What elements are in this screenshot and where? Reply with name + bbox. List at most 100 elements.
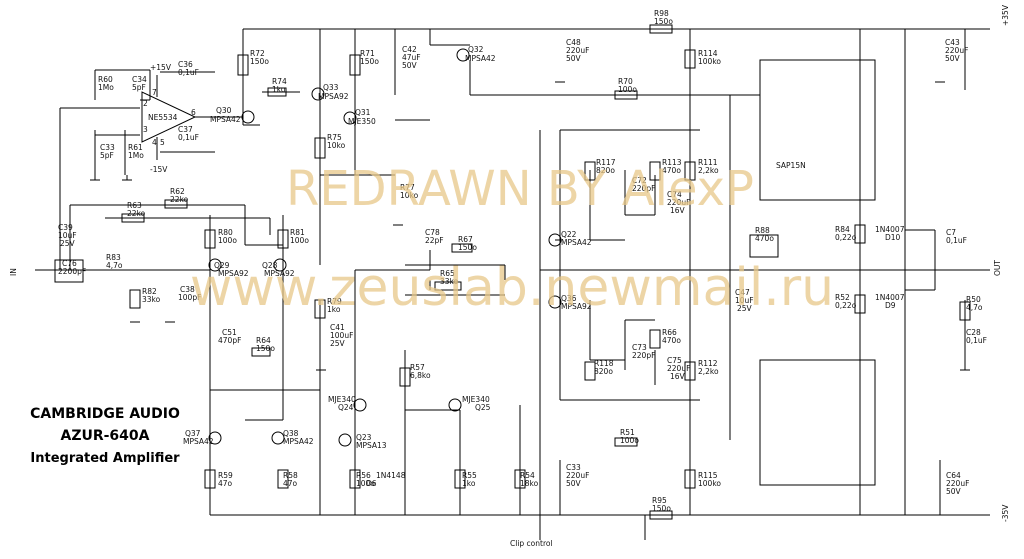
label-pin3: 3	[143, 125, 148, 134]
resistor-r118	[584, 361, 596, 381]
label-r98v: 150o	[654, 17, 673, 26]
label-c75v: 220uF	[667, 364, 690, 373]
resistor-r84	[854, 224, 866, 244]
label-r111: R111	[698, 158, 718, 167]
label-c47v2: 25V	[737, 304, 753, 313]
label-c51: C51	[222, 328, 237, 337]
resistor-r66	[649, 329, 661, 349]
label-r66v: 470o	[662, 336, 681, 345]
label-c75v2: 16V	[670, 372, 686, 381]
label-c33bv: 220uF	[566, 471, 589, 480]
label-r55: R55	[462, 471, 477, 480]
label-pin2: 2	[143, 99, 148, 108]
label-c48v: 220uF	[566, 46, 589, 55]
label-r118v: 820o	[594, 367, 613, 376]
resistor-r57	[399, 367, 411, 387]
sap-block	[729, 29, 966, 515]
label-r52: R52	[835, 293, 850, 302]
label-pin4: 4	[152, 138, 157, 147]
label-c43v: 220uF	[945, 46, 968, 55]
label-c75: C75	[667, 356, 682, 365]
label-r71v: 150o	[360, 57, 379, 66]
resistor-r113	[649, 161, 661, 181]
label-r118: R118	[594, 359, 614, 368]
label-r115: R115	[698, 471, 718, 480]
label-q25: Q25	[475, 403, 491, 412]
label-r60v: 1Mo	[98, 83, 114, 92]
label-q30t: MPSA42	[210, 115, 241, 124]
label-r62: R62	[170, 187, 185, 196]
label-q36: Q36	[561, 294, 577, 303]
label-c74v2: 16V	[670, 206, 686, 215]
opamp-out	[156, 71, 243, 160]
label-r54v: 18ko	[520, 479, 539, 488]
resistor-r82	[129, 289, 141, 309]
label-r95v: 150o	[652, 504, 671, 513]
label-q31: Q31	[355, 108, 371, 117]
transistor-q30	[241, 110, 255, 124]
label-r74v: 1ko	[272, 85, 286, 94]
vas-mid	[209, 175, 321, 270]
resistor-r79	[314, 299, 326, 319]
label-c48: C48	[566, 38, 581, 47]
label-c33b: C33	[566, 463, 581, 472]
resistor-r81	[277, 229, 289, 249]
label-q32t: MPSA42	[465, 54, 496, 63]
label-d9b: D9	[885, 301, 896, 310]
label-r61: R61	[128, 143, 143, 152]
input-cap-c76	[54, 259, 84, 283]
label-q29t: MPSA92	[218, 269, 249, 278]
label-r79v: 1ko	[327, 305, 341, 314]
label-c74v: 220uF	[667, 198, 690, 207]
label-c33v: 5pF	[100, 151, 114, 160]
label-q38t: MPSA42	[283, 437, 314, 446]
label-r61v: 1Mo	[128, 151, 144, 160]
label-r72: R72	[250, 49, 265, 58]
label-c42: C42	[402, 45, 417, 54]
transistor-q36	[548, 295, 562, 309]
label-r66: R66	[662, 328, 677, 337]
watermark-line1: REDRAWN BY AlexP	[286, 161, 754, 217]
transistor-q28	[273, 258, 287, 272]
label-c42v: 47uF	[402, 53, 421, 62]
label-d10b: D10	[885, 233, 901, 242]
transistor-q37	[208, 431, 222, 445]
transistor-q23	[338, 433, 352, 447]
label-r113v: 470o	[662, 166, 681, 175]
label-r51v: 100o	[620, 436, 639, 445]
transistor-q31	[343, 111, 357, 125]
label-r56: R56	[356, 471, 371, 480]
resistor-r111	[684, 161, 696, 181]
title-line3: Integrated Amplifier	[30, 451, 180, 466]
label-q24: Q24	[338, 403, 354, 412]
resistor-r75	[314, 137, 326, 159]
opamp-feedback	[59, 69, 151, 270]
label-c43: C43	[945, 38, 960, 47]
label-r70v: 100o	[618, 85, 637, 94]
vas-upper	[242, 29, 730, 176]
label-c78v: 22pF	[425, 236, 444, 245]
label-c36v: 0,1uF	[178, 68, 199, 77]
resistor-r64	[251, 347, 271, 357]
label-r77: R77	[400, 183, 415, 192]
output-label: OUT	[993, 260, 1002, 276]
label-r117v: 820o	[596, 166, 615, 175]
resistor-r62	[164, 199, 188, 209]
input-label: IN	[9, 268, 18, 276]
resistor-r88	[749, 234, 779, 258]
resistor-r54	[514, 469, 526, 489]
label-r81v: 100o	[290, 236, 309, 245]
label-d6b: D6	[366, 479, 377, 488]
label-r83v: 4,7o	[106, 261, 123, 270]
label-c38v: 100pF	[178, 293, 201, 302]
label-r52v: 0,22o	[835, 301, 857, 310]
label-r51: R51	[620, 428, 635, 437]
resistor-r115	[684, 469, 696, 489]
transistor-q32	[456, 48, 470, 62]
label-c37: C37	[178, 125, 193, 134]
resistor-r80	[204, 229, 216, 249]
label-q23t: MPSA13	[356, 441, 387, 450]
label-c28: C28	[966, 328, 981, 337]
